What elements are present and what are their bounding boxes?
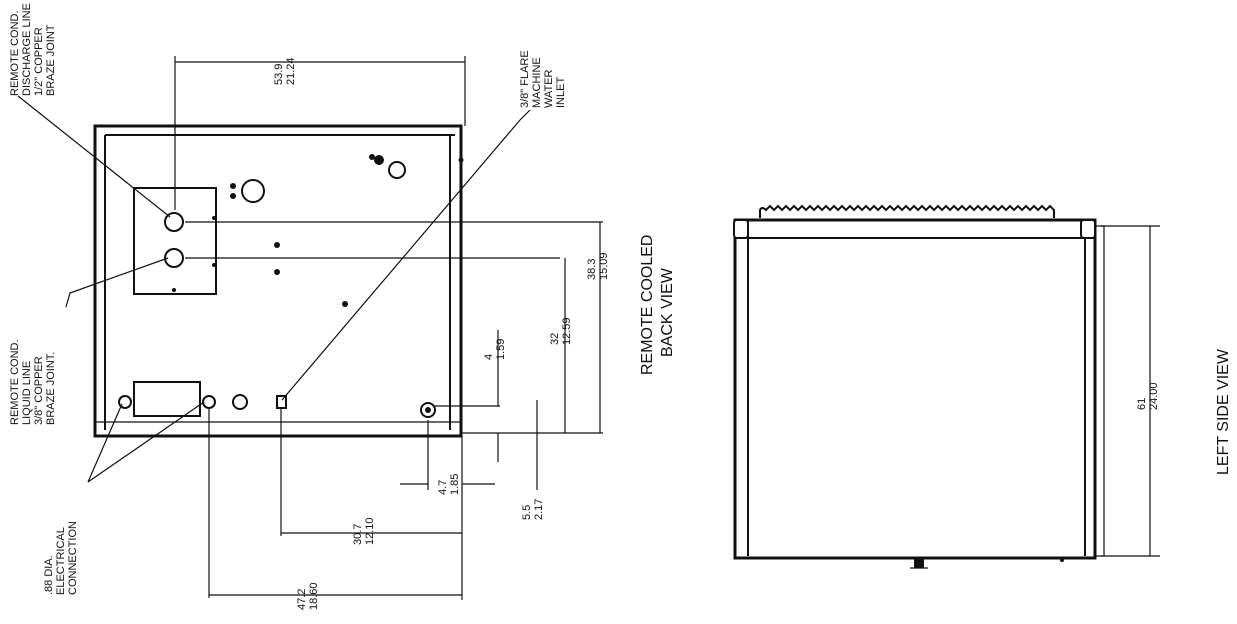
svg-text:BRAZE JOINT: BRAZE JOINT [45,24,57,96]
electrical-bracket [133,381,201,417]
callout-liquid: REMOTE COND. LIQUID LINE 3/8" COPPER BRA… [9,339,57,425]
svg-text:INLET: INLET [555,77,567,108]
dim-4: 4 1.59 [483,339,507,360]
svg-text:MACHINE: MACHINE [531,57,543,108]
back-view-cabinet [93,124,464,438]
dim-38-3: 38.3 15.09 [586,252,610,280]
svg-text:REMOTE COND.: REMOTE COND. [9,339,21,425]
svg-text:38.3: 38.3 [586,259,598,280]
dimension-lines [174,56,603,600]
svg-text:BACK VIEW: BACK VIEW [659,267,676,357]
side-view-title: LEFT SIDE VIEW [1215,348,1232,475]
svg-text:12.10: 12.10 [364,517,376,545]
back-view-title: REMOTE COOLED BACK VIEW [639,235,676,375]
svg-text:BRAZE JOINT.: BRAZE JOINT. [45,352,57,425]
callout-flare: 3/8" FLARE MACHINE WATER INLET [519,50,567,108]
svg-text:2.17: 2.17 [533,499,545,520]
discharge-fitting [164,212,184,232]
callout-electrical: .88 DIA. ELECTRICAL CONNECTION [43,521,79,595]
svg-text:WATER: WATER [543,69,555,108]
svg-text:REMOTE COND.: REMOTE COND. [9,10,21,96]
svg-text:24.00: 24.00 [1148,382,1160,410]
side-view-cabinet [733,204,1105,569]
svg-text:61: 61 [1136,398,1148,410]
svg-text:REMOTE COOLED: REMOTE COOLED [639,235,656,375]
svg-text:.88 DIA.: .88 DIA. [43,555,55,595]
svg-text:LIQUID LINE: LIQUID LINE [21,361,33,425]
svg-text:15.09: 15.09 [598,252,610,280]
dim-47-2: 47.2 18.60 [296,582,320,610]
dim-5-5: 5.5 2.17 [521,499,545,520]
callout-discharge: REMOTE COND. DISCHARGE LINE 1/2" COPPER … [9,3,57,96]
svg-text:12.59: 12.59 [561,317,573,345]
dim-32: 32 12.59 [549,317,573,345]
svg-text:3/8" COPPER: 3/8" COPPER [33,356,45,425]
svg-text:4.7: 4.7 [437,480,449,495]
svg-text:3/8" FLARE: 3/8" FLARE [519,50,531,108]
svg-text:LEFT SIDE VIEW: LEFT SIDE VIEW [1215,348,1232,475]
leader-lines [17,95,531,483]
svg-text:47.2: 47.2 [296,589,308,610]
svg-text:1.85: 1.85 [449,474,461,495]
liquid-fitting [164,248,184,268]
svg-text:32: 32 [549,333,561,345]
dim-depth: 61 24.00 [1136,382,1160,410]
svg-text:4: 4 [483,354,495,360]
svg-text:1.59: 1.59 [495,339,507,360]
svg-text:5.5: 5.5 [521,505,533,520]
svg-text:21.24: 21.24 [285,57,297,85]
svg-text:18.60: 18.60 [308,582,320,610]
svg-text:CONNECTION: CONNECTION [67,521,79,595]
svg-text:53.9: 53.9 [273,64,285,85]
dim-width-top: 53.9 21.24 [273,57,297,85]
side-dim-lines [1100,225,1160,557]
svg-text:30.7: 30.7 [352,524,364,545]
dim-4-7: 4.7 1.85 [437,474,461,495]
svg-text:ELECTRICAL: ELECTRICAL [55,527,67,595]
svg-text:DISCHARGE LINE: DISCHARGE LINE [21,3,33,96]
svg-text:1/2" COPPER: 1/2" COPPER [33,27,45,96]
dim-30-7: 30.7 12.10 [352,517,376,545]
